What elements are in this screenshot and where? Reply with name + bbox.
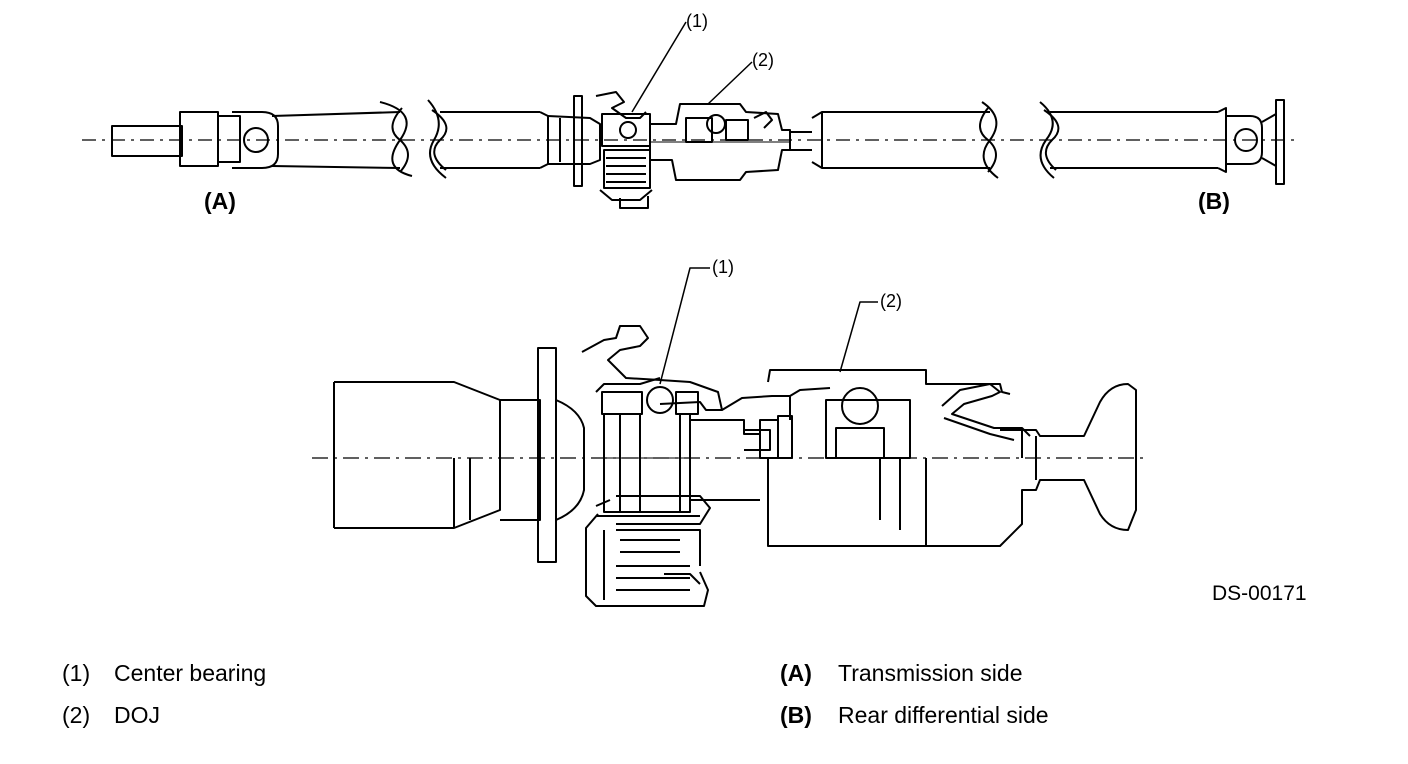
detail-callout-1: (1) (712, 257, 734, 277)
detail-center-bearing-view (312, 325, 1148, 607)
legend-item-center-bearing: (1) Center bearing (62, 660, 266, 687)
legend-item-transmission-side: (A) Transmission side (780, 660, 1022, 687)
legend-code: (B) (780, 702, 812, 728)
legend-text: DOJ (114, 702, 160, 728)
legend-code: (1) (62, 660, 91, 686)
top-callout-leaders (631, 21, 753, 113)
side-label-b: (B) (1198, 188, 1230, 214)
top-callout-2: (2) (752, 50, 774, 70)
detail-callout-leaders (659, 267, 878, 385)
legend-text: Center bearing (114, 660, 267, 686)
legend-code: (2) (62, 702, 91, 728)
legend-text: Transmission side (838, 660, 1023, 686)
detail-callout-2: (2) (880, 291, 902, 311)
legend-code: (A) (780, 660, 812, 686)
figure-id: DS-00171 (1212, 582, 1307, 605)
legend-item-rear-differential-side: (B) Rear differential side (780, 702, 1049, 729)
legend-item-doj: (2) DOJ (62, 702, 160, 729)
legend-text: Rear differential side (838, 702, 1049, 728)
side-label-a: (A) (204, 188, 236, 214)
top-shaft-overview (82, 91, 1300, 209)
top-callout-1: (1) (686, 11, 708, 31)
